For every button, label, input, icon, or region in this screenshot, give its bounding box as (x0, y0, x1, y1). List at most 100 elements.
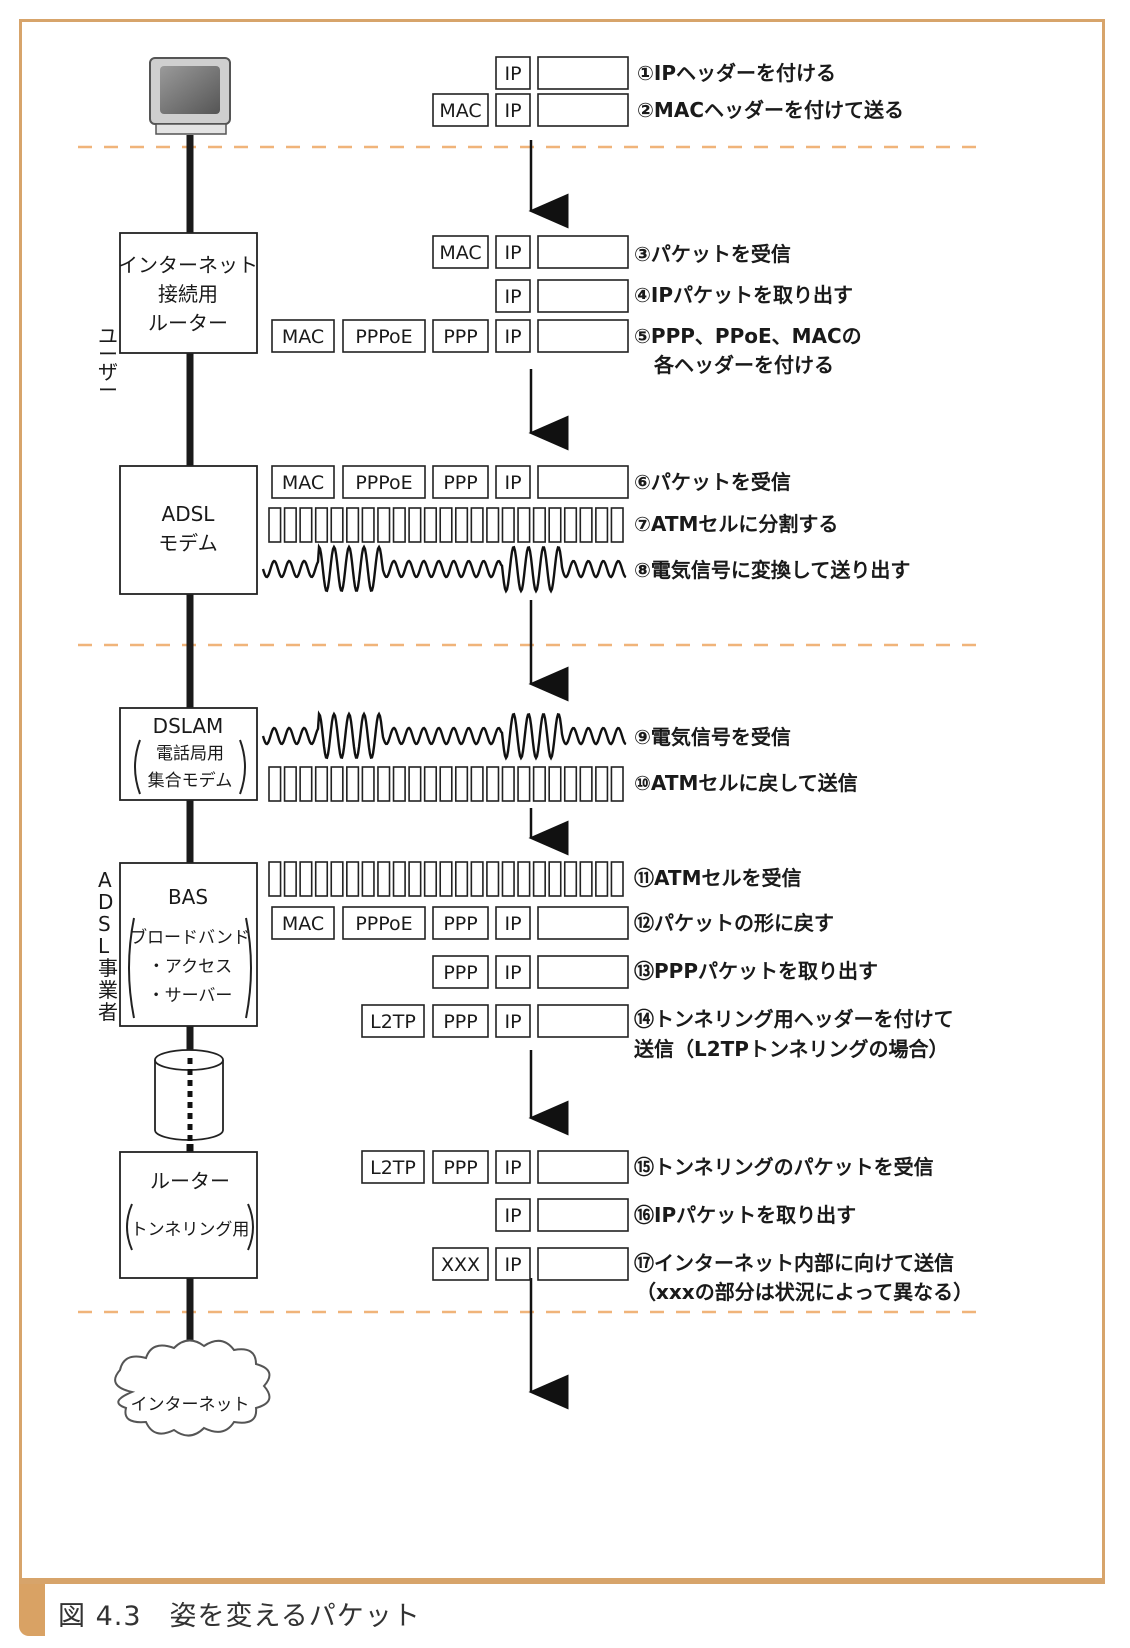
side-label-user-char: ー (98, 342, 118, 366)
ip-header-box (495, 279, 531, 313)
atm-cell (454, 507, 469, 543)
atm-cell (346, 507, 360, 543)
atm-cell (610, 861, 624, 897)
monitor-base (155, 123, 227, 135)
tunnel-router-paren-left (126, 1203, 133, 1251)
payload-box (537, 319, 629, 353)
tunnel-router-title: ルーター (150, 1169, 230, 1193)
pppoe-header-box (342, 906, 426, 940)
tunnel-router-sub: トンネリング用 (131, 1220, 250, 1240)
atm-cell (470, 861, 484, 897)
payload-box (537, 279, 629, 313)
atm-cell (299, 766, 313, 802)
atm-cell (579, 507, 593, 543)
atm-cell (517, 507, 531, 543)
dslam-sub-line: 集合モデム (148, 770, 233, 791)
atm-cells-received (268, 861, 624, 897)
mac-header-label: MAC (439, 242, 481, 264)
caption-rule (19, 1581, 1105, 1584)
atm-cell (299, 507, 313, 543)
side-label-adsl-provider-char: 者 (98, 1000, 118, 1024)
atm-cell (408, 861, 422, 897)
atm-cell (330, 861, 344, 897)
step-label: ④IPパケットを取り出す (634, 283, 853, 307)
atm-cell (314, 861, 329, 897)
ip-header-label: IP (504, 326, 521, 348)
step-label: ⑯IPパケットを取り出す (634, 1203, 856, 1227)
mac-header-label: MAC (282, 913, 324, 935)
atm-cell (563, 861, 578, 897)
caption-tab (19, 1584, 45, 1636)
atm-cell (595, 507, 609, 543)
payload-box (537, 1198, 629, 1232)
atm-cell (283, 507, 297, 543)
atm-cell (532, 766, 546, 802)
atm-cell (299, 861, 313, 897)
tunnel-router-paren-right (247, 1203, 254, 1251)
tunnel-router-box (119, 1151, 258, 1279)
ip-header-label: IP (504, 1205, 521, 1227)
step-label: （xxxの部分は状況によって異なる） (636, 1280, 973, 1304)
pppoe-header-label: PPPoE (355, 913, 412, 935)
atm-cell (377, 766, 391, 802)
signal-wave-send (261, 543, 627, 594)
step-label: ⑧電気信号に変換して送り出す (634, 558, 910, 582)
mac-header-label: MAC (282, 472, 324, 494)
dslam-paren-right (239, 739, 246, 795)
xxx-header-label: XXX (441, 1254, 480, 1276)
atm-cell (392, 861, 406, 897)
atm-cell (439, 861, 453, 897)
ppp-header-label: PPP (443, 472, 477, 494)
bas-paren-right (245, 917, 252, 1019)
step-label: ①IPヘッダーを付ける (637, 61, 836, 85)
atm-cell (548, 507, 562, 543)
step-label: ⑰インターネット内部に向けて送信 (634, 1251, 954, 1275)
atm-cells-return (268, 766, 624, 802)
payload-box (537, 955, 629, 989)
side-label-user-char: ザ (98, 360, 118, 384)
step-label: ⑬PPPパケットを取り出す (634, 959, 878, 983)
atm-cell (548, 861, 562, 897)
ppp-header-box (432, 319, 489, 353)
atm-cell (563, 507, 578, 543)
ip-header-label: IP (504, 962, 521, 984)
atm-cells-split (268, 507, 624, 543)
ip-header-label: IP (504, 1157, 521, 1179)
atm-cell (283, 861, 297, 897)
step-label: 各ヘッダーを付ける (653, 353, 834, 377)
atm-cell (439, 507, 453, 543)
ppp-header-box (432, 1004, 489, 1038)
ip-header-box (495, 1247, 531, 1281)
atm-cell (595, 861, 609, 897)
ip-header-box (495, 235, 531, 269)
ip-header-box (495, 1150, 531, 1184)
side-label-adsl-provider-char: A (98, 868, 112, 892)
step-label: ⑨電気信号を受信 (634, 725, 791, 749)
bas-sub-line: ・サーバー (148, 986, 233, 1006)
atm-cell (361, 861, 375, 897)
ip-header-label: IP (504, 286, 521, 308)
atm-cell (548, 766, 562, 802)
figure-frame (19, 19, 1105, 1581)
internet-cloud-icon (114, 1339, 271, 1437)
ppp-header-label: PPP (443, 1157, 477, 1179)
atm-cell (392, 507, 406, 543)
ip-header-label: IP (504, 472, 521, 494)
bas-title: BAS (168, 885, 208, 909)
monitor-screen (160, 66, 220, 114)
atm-cell (470, 507, 484, 543)
adsl-modem-label-line: ADSL (162, 502, 216, 526)
atm-cell (610, 766, 624, 802)
mac-header-box (271, 465, 335, 499)
atm-cell (268, 766, 282, 802)
atm-cell (454, 766, 469, 802)
atm-cell (408, 766, 422, 802)
ip-header-label: IP (504, 913, 521, 935)
atm-cell (454, 861, 469, 897)
atm-cell (610, 507, 624, 543)
atm-cell (486, 766, 500, 802)
payload-box (537, 93, 629, 127)
atm-cell (532, 861, 546, 897)
ip-header-box (495, 1004, 531, 1038)
